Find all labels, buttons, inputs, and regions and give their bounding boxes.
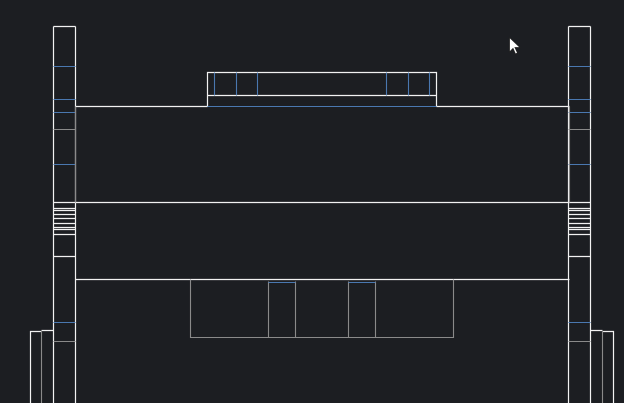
arrow-cursor-icon (509, 36, 521, 55)
bottom-box (189, 279, 455, 339)
right-column (567, 25, 615, 403)
top-box (206, 71, 438, 108)
left-column (29, 25, 77, 403)
main-body-outline (74, 105, 571, 281)
